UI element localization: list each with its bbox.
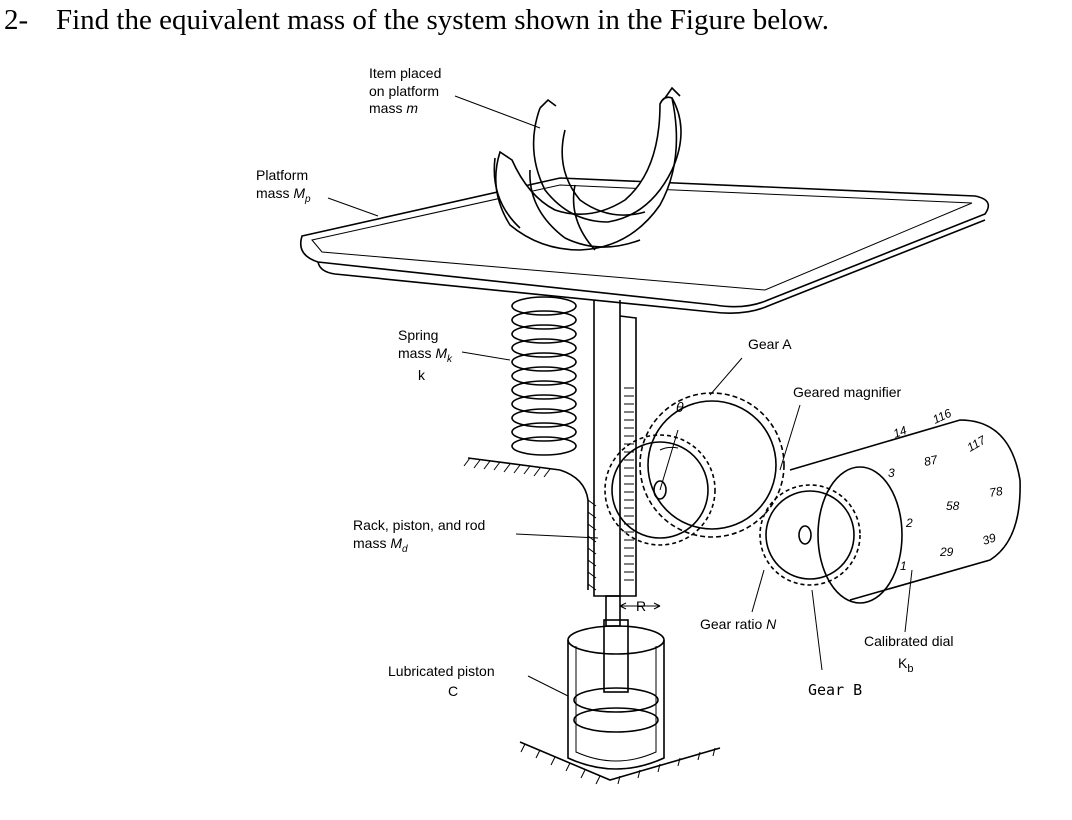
spring	[511, 296, 577, 456]
platform-label: Platform mass Mp	[256, 167, 312, 205]
dial-number: 58	[946, 499, 960, 513]
dial-number: 39	[981, 530, 998, 548]
dial-number: 3	[888, 466, 895, 480]
item-label: Item placed on platform mass m	[369, 65, 445, 116]
bananas-icon	[493, 86, 682, 251]
r-dimension: R	[619, 598, 661, 614]
dial-number: 14	[891, 423, 909, 441]
ground-base	[519, 741, 721, 785]
kb-label: Kb	[898, 655, 913, 675]
r-label: R	[636, 598, 646, 614]
calibrated-dial	[789, 419, 1021, 604]
piston-cylinder	[567, 619, 665, 770]
gear-ratio-label: Gear ratio N	[700, 616, 777, 632]
dial-number: 87	[923, 452, 940, 469]
spring-label: Spring mass Mk k	[398, 327, 456, 383]
lubricated-piston-label: Lubricated piston C	[388, 663, 499, 699]
dial-number: 29	[939, 545, 954, 559]
ground-support	[463, 457, 597, 591]
theta-label: θ	[676, 399, 684, 415]
dial-number: 1	[900, 559, 907, 573]
dial-number: 117	[965, 432, 990, 454]
gear-a-label: Gear A	[748, 336, 792, 352]
leader-lines	[327, 95, 913, 697]
geared-magnifier-label: Geared magnifier	[793, 384, 902, 400]
question-body: Find the equivalent mass of the system s…	[56, 4, 829, 36]
gear-b-label: Gear B	[808, 681, 862, 699]
question-number: 2-	[4, 4, 29, 36]
gear-a	[604, 392, 785, 546]
gear-b	[759, 484, 861, 586]
rack-label: Rack, piston, and rod mass Md	[353, 517, 489, 555]
dial-numbers: 3 87 117 2 58 78 29 39 1 14 116	[888, 406, 1004, 573]
rack-rod	[593, 300, 637, 627]
question-text: 2- Find the equivalent mass of the system…	[4, 4, 829, 37]
calibrated-dial-label: Calibrated dial	[864, 633, 954, 649]
dial-number: 2	[905, 516, 913, 530]
dial-number: 78	[988, 484, 1004, 500]
